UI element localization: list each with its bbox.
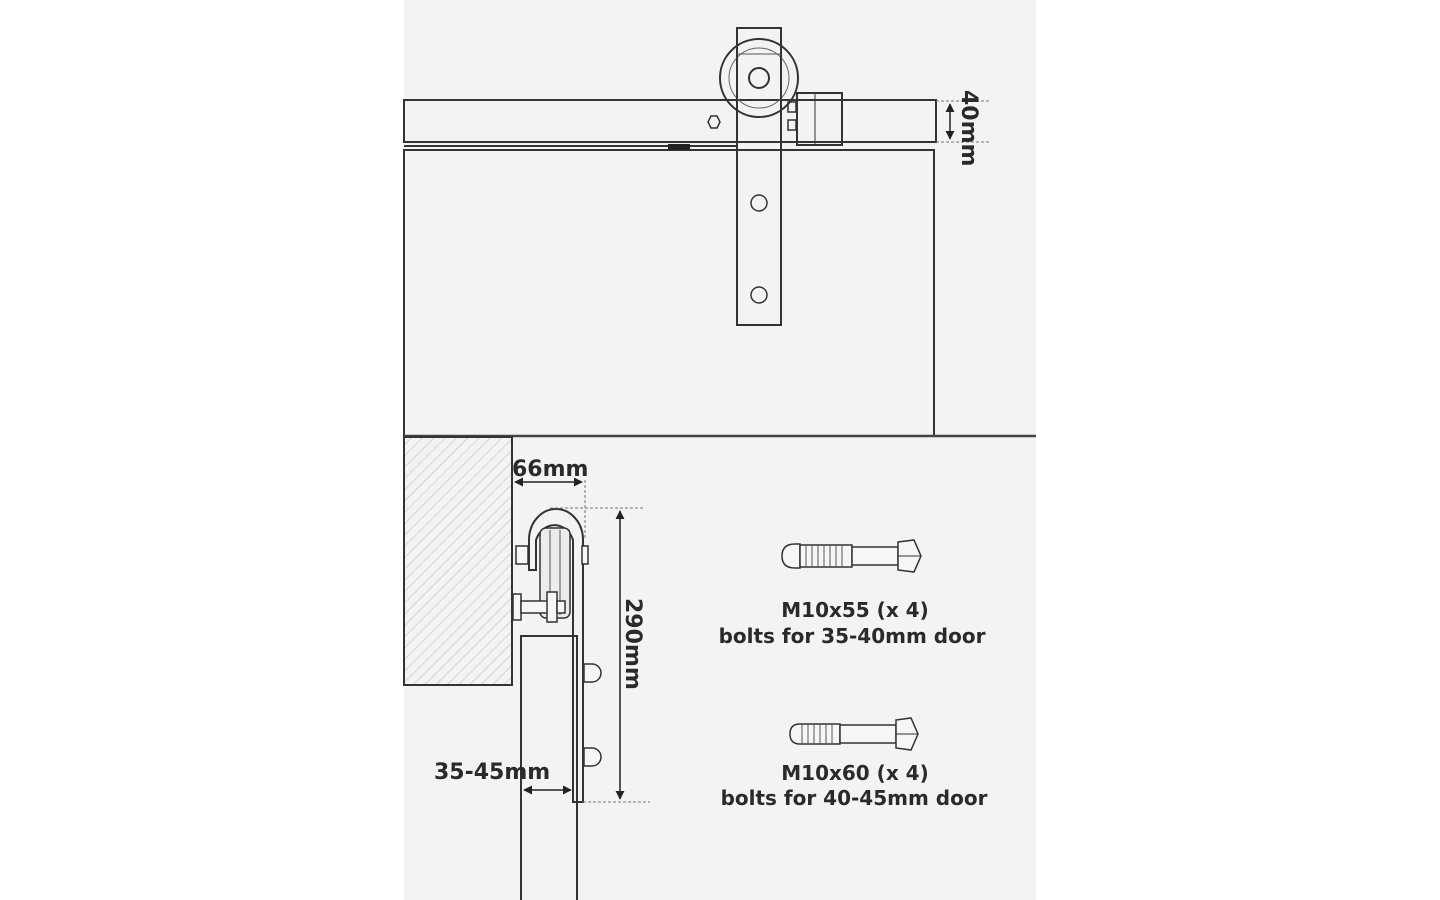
rail-height-label: 40mm — [956, 90, 981, 166]
strap-hole — [748, 67, 770, 89]
stopper-block — [796, 92, 843, 146]
wall-bracket — [512, 593, 522, 621]
wall-section — [403, 436, 513, 686]
hanger-height-label: 290mm — [620, 598, 645, 690]
bolt-m10x55 — [781, 539, 922, 573]
bolt-cap — [583, 663, 602, 683]
hanger-strap — [736, 27, 782, 326]
side-view: 66mm 290mm 35-45mm — [403, 436, 650, 900]
roller-wheel — [719, 38, 799, 118]
bolt-cap — [583, 747, 602, 767]
offset-label: 66mm — [512, 457, 588, 482]
hanger-arc — [528, 508, 584, 803]
door-thickness-label: 35-45mm — [434, 760, 550, 785]
bolt-spec-2: M10x60 (x 4) — [781, 761, 929, 785]
track-rail — [403, 99, 937, 143]
bolt-hex-icon — [707, 115, 721, 129]
top-view: 40mm — [403, 27, 990, 437]
bolt-description-2: bolts for 40-45mm door — [721, 786, 988, 810]
rail-spacer — [668, 144, 690, 150]
strap-hole — [750, 194, 768, 212]
bolt-description-1: bolts for 35-40mm door — [719, 624, 986, 648]
door-edge — [520, 635, 578, 900]
bolt-m10x60 — [789, 717, 919, 751]
bolt-spec-1: M10x55 (x 4) — [781, 598, 929, 622]
strap-hole — [750, 286, 768, 304]
